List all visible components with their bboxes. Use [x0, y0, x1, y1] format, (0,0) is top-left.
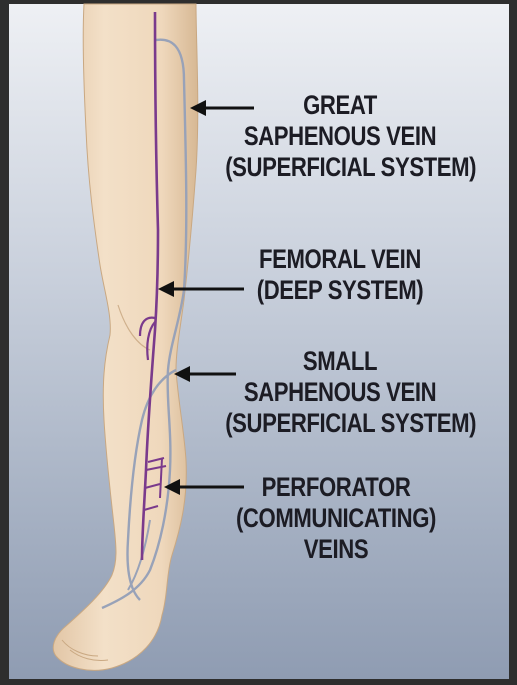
label-small-saphenous-vein: SMALL SAPHENOUS VEIN (SUPERFICIAL SYSTEM…	[225, 346, 455, 439]
label-line: SMALL	[225, 346, 455, 377]
label-line: SAPHENOUS VEIN	[225, 121, 455, 152]
label-line: FEMORAL VEIN	[225, 244, 455, 275]
leg-shape	[53, 4, 198, 670]
label-great-saphenous-vein: GREAT SAPHENOUS VEIN (SUPERFICIAL SYSTEM…	[225, 90, 455, 183]
label-line: GREAT	[225, 90, 455, 121]
label-line: (DEEP SYSTEM)	[225, 275, 455, 306]
label-line: (SUPERFICIAL SYSTEM)	[225, 152, 455, 183]
label-line: SAPHENOUS VEIN	[225, 377, 455, 408]
label-line: (COMMUNICATING)	[221, 503, 451, 534]
label-perforator-veins: PERFORATOR (COMMUNICATING) VEINS	[221, 472, 451, 565]
label-femoral-vein: FEMORAL VEIN (DEEP SYSTEM)	[225, 244, 455, 306]
label-line: (SUPERFICIAL SYSTEM)	[225, 408, 455, 439]
label-line: PERFORATOR	[221, 472, 451, 503]
label-line: VEINS	[221, 534, 451, 565]
